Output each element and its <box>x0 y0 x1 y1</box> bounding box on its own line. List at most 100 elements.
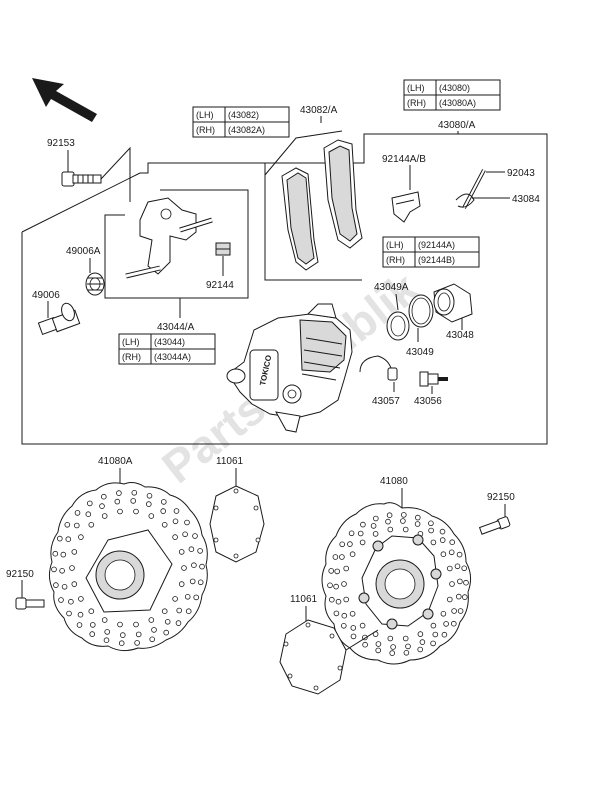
drill-hole <box>178 581 185 587</box>
drill-hole <box>163 629 170 636</box>
drill-hole <box>133 508 139 515</box>
drill-hole <box>181 565 187 571</box>
drill-hole <box>184 519 190 526</box>
label-43057: 43057 <box>372 396 400 407</box>
drill-hole <box>164 618 171 625</box>
label-11061-bottom: 11061 <box>290 594 318 605</box>
drill-hole <box>343 565 350 572</box>
drill-hole <box>414 514 421 521</box>
drill-hole <box>65 536 72 542</box>
drill-hole <box>439 537 446 543</box>
drill-hole <box>400 518 406 524</box>
caliper-body: TOKICO <box>226 303 353 433</box>
pad-set-rh: (RH) <box>196 125 215 135</box>
drill-hole <box>362 641 368 648</box>
piston-43048 <box>433 283 473 323</box>
drill-hole <box>372 531 379 537</box>
drill-hole <box>116 490 122 496</box>
table-pad-set: (LH) (43082) (RH) (43082A) <box>192 106 290 138</box>
drill-hole <box>405 643 411 650</box>
drill-hole <box>339 541 346 548</box>
drill-hole <box>389 650 396 656</box>
drill-hole <box>131 489 138 496</box>
drill-hole <box>117 508 123 515</box>
pad-spring <box>391 191 421 223</box>
drill-hole <box>457 578 463 585</box>
drill-hole <box>188 546 195 552</box>
drill-hole <box>104 629 110 635</box>
drill-hole <box>78 534 84 540</box>
drill-hole <box>191 562 197 568</box>
label-41080: 41080 <box>380 476 408 487</box>
spring-lh-code: (92144A) <box>418 240 455 250</box>
drill-hole <box>339 554 345 560</box>
drill-hole <box>69 565 75 571</box>
drill-hole <box>439 528 446 535</box>
drill-hole <box>414 521 421 527</box>
disc-bolt-92150-right <box>478 516 511 535</box>
drill-hole <box>114 498 121 505</box>
bolt-92153 <box>61 171 102 187</box>
drill-hole <box>440 551 447 557</box>
label-92144: 92144 <box>206 280 234 291</box>
pad-group-frame <box>148 162 362 281</box>
drill-hole <box>332 554 339 560</box>
drill-hole <box>66 610 72 617</box>
label-43084: 43084 <box>512 194 540 205</box>
drill-hole <box>71 581 78 587</box>
drill-hole <box>133 621 139 628</box>
caliper-group-frame <box>21 133 548 445</box>
drill-hole <box>417 631 424 637</box>
table-piston-assy: (LH) (43080) (RH) (43080A) <box>403 79 501 111</box>
drill-hole <box>335 598 342 605</box>
label-43049: 43049 <box>406 347 434 358</box>
drill-hole <box>347 541 353 547</box>
drill-hole <box>402 635 409 642</box>
drill-hole <box>450 620 457 627</box>
seal-43049 <box>408 294 434 328</box>
drill-hole <box>176 607 183 614</box>
drill-hole <box>428 520 434 527</box>
drill-hole <box>134 640 140 646</box>
drill-hole <box>461 565 468 572</box>
drill-hole <box>185 608 192 614</box>
slide-pin-49006 <box>37 302 81 336</box>
drill-hole <box>120 632 126 638</box>
drill-hole <box>402 526 409 533</box>
label-92043: 92043 <box>507 168 535 179</box>
label-92150-right: 92150 <box>487 492 515 503</box>
drill-hole <box>387 635 394 642</box>
drill-hole <box>151 627 157 633</box>
seal-43049a <box>386 311 410 341</box>
label-43048: 43048 <box>446 330 474 341</box>
drill-hole <box>161 608 168 614</box>
drill-hole <box>359 622 366 629</box>
drill-hole <box>118 640 125 646</box>
drill-hole <box>173 508 180 514</box>
drill-hole <box>189 578 196 585</box>
drill-hole <box>77 611 84 618</box>
drill-hole <box>403 649 410 656</box>
drill-hole <box>349 610 356 617</box>
drill-hole <box>432 631 439 638</box>
drill-hole <box>387 526 394 533</box>
label-43044a: 43044/A <box>157 322 195 333</box>
drill-hole <box>419 639 426 645</box>
drill-hole <box>428 527 434 534</box>
gasket-11061-top <box>209 485 265 563</box>
drill-hole <box>172 596 178 602</box>
drill-hole <box>52 550 59 557</box>
label-92153: 92153 <box>47 138 75 149</box>
drill-hole <box>375 647 382 654</box>
clip-43084 <box>455 193 475 208</box>
drill-hole <box>51 566 57 573</box>
drill-hole <box>430 539 437 546</box>
pad-set-lh-code: (43082) <box>228 110 259 120</box>
drill-hole <box>193 594 200 601</box>
drill-hole <box>328 596 335 603</box>
drill-hole <box>417 646 424 653</box>
drill-hole <box>71 549 78 555</box>
spring-rh-code: (92144B) <box>418 255 455 265</box>
